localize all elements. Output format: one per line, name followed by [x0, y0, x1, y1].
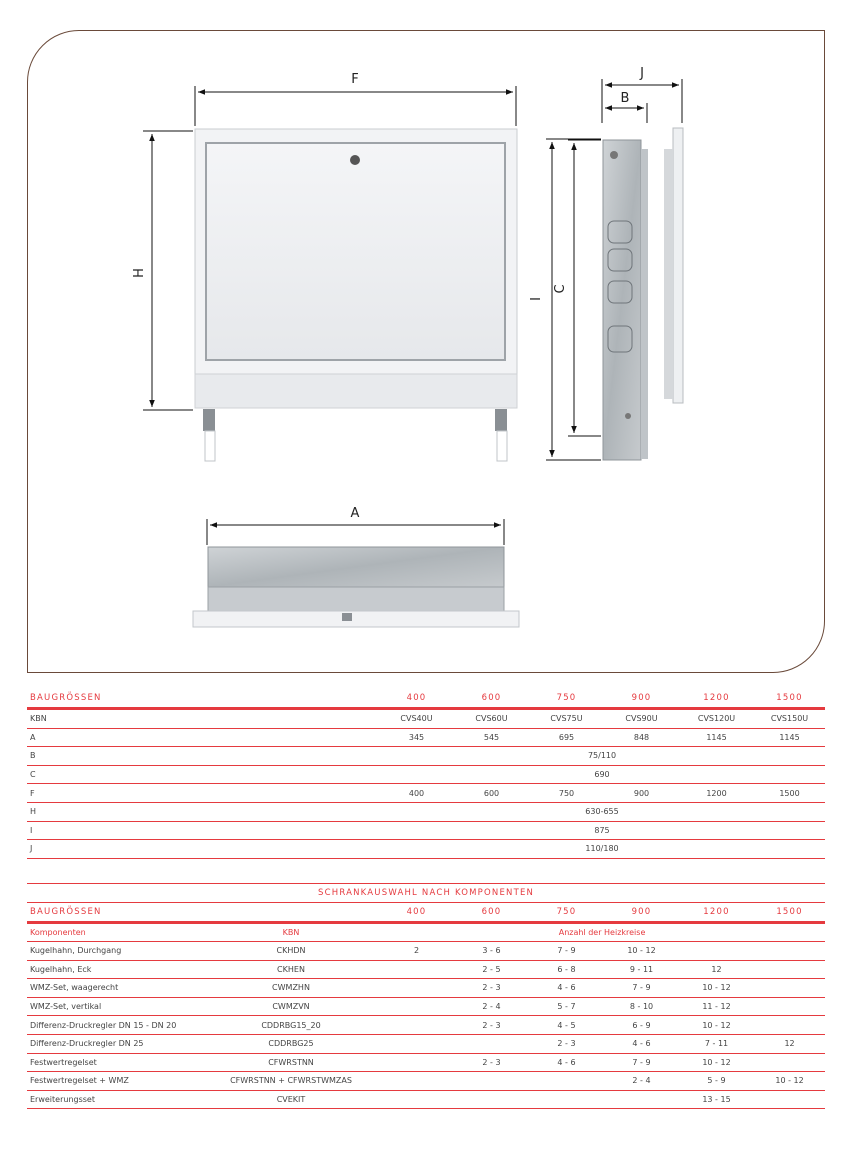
- dim-label-b: B: [621, 91, 630, 106]
- table-row: I 875: [27, 821, 826, 841]
- dim-label-c: C: [553, 284, 568, 293]
- table-row: F 400 600 750 900 1200 1500: [27, 783, 826, 803]
- dim-label-j: J: [639, 66, 644, 81]
- top-view: A: [192, 506, 520, 628]
- size-header-row: BAUGRÖSSEN 400 600 750 900 1200 1500: [27, 689, 826, 710]
- table-row: KBN CVS40U CVS60U CVS75U CVS90U CVS120U …: [27, 708, 826, 729]
- table-row: J 110/180: [27, 839, 826, 859]
- table-row: A 345 545 695 848 1145 1145: [27, 728, 826, 748]
- dim-label-i: I: [529, 297, 544, 301]
- components-title: SCHRANKAUSWAHL NACH KOMPONENTEN: [27, 883, 826, 903]
- header-baugroessen: BAUGRÖSSEN: [27, 689, 380, 710]
- right-foot: [495, 409, 507, 431]
- front-view: F H: [132, 72, 518, 462]
- dim-label-h: H: [132, 268, 147, 278]
- side-view: J B I C: [529, 66, 684, 461]
- lock-circle: [350, 155, 360, 165]
- technical-drawing: F H J B: [132, 66, 684, 628]
- size-table: BAUGRÖSSEN 400 600 750 900 1200 1500 KBN…: [27, 689, 826, 859]
- table-row: C 690: [27, 765, 826, 785]
- dim-label-f: F: [351, 72, 358, 87]
- left-foot: [203, 409, 215, 431]
- components-subheader-row: Komponenten KBN Anzahl der Heizkreise: [27, 922, 826, 942]
- table-row: B 75/110: [27, 746, 826, 766]
- components-header-row: BAUGRÖSSEN 400 600 750 900 1200 1500: [27, 902, 826, 924]
- table-row: H 630-655: [27, 802, 826, 822]
- components-table: SCHRANKAUSWAHL NACH KOMPONENTEN BAUGRÖSS…: [27, 883, 826, 1110]
- components-title-row: SCHRANKAUSWAHL NACH KOMPONENTEN: [27, 883, 826, 903]
- dim-label-a: A: [351, 506, 360, 521]
- drawing-frame: F H J B: [27, 30, 825, 673]
